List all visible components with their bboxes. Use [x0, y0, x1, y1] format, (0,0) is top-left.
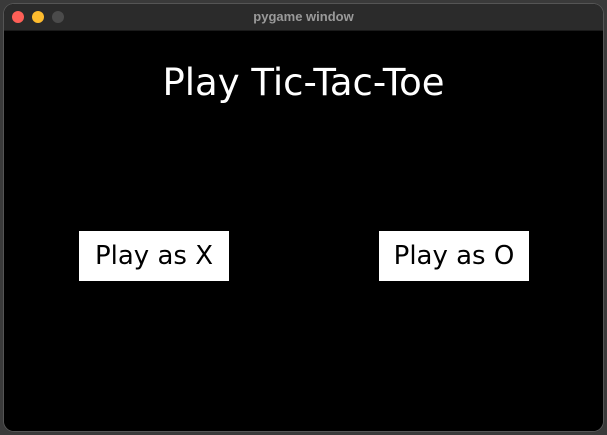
zoom-window-button[interactable]	[52, 11, 64, 23]
title-bar[interactable]: pygame window	[4, 4, 603, 31]
game-canvas: Play Tic-Tac-Toe Play as X Play as O	[4, 31, 603, 431]
minimize-window-button[interactable]	[32, 11, 44, 23]
game-heading: Play Tic-Tac-Toe	[162, 61, 445, 104]
play-as-x-button[interactable]: Play as X	[79, 231, 229, 281]
close-window-button[interactable]	[12, 11, 24, 23]
play-as-o-button[interactable]: Play as O	[379, 231, 529, 281]
app-window: pygame window Play Tic-Tac-Toe Play as X…	[4, 4, 603, 431]
window-title: pygame window	[253, 9, 354, 24]
